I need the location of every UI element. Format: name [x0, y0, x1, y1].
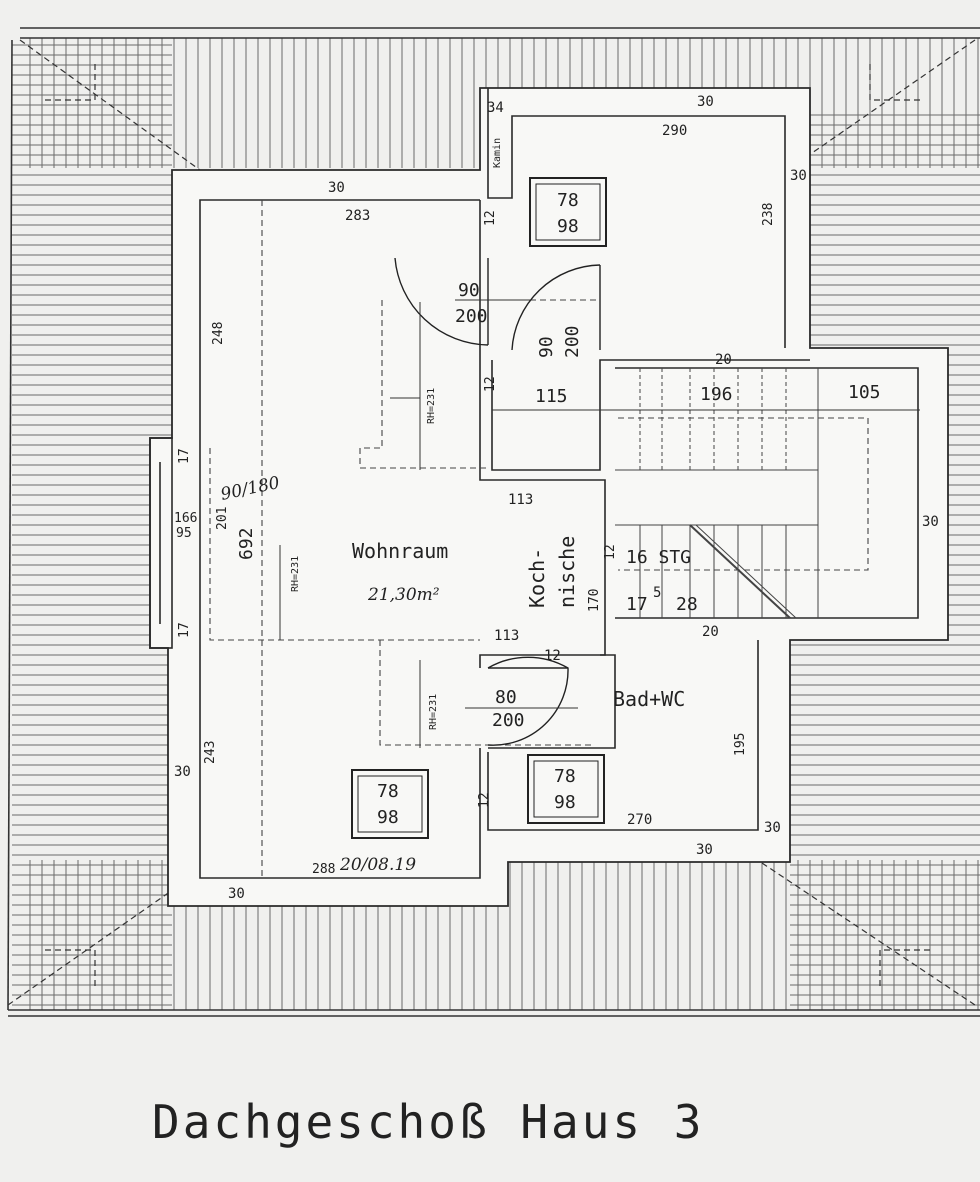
drawing-title: Dachgeschoß Haus 3	[152, 1095, 705, 1149]
dim-rh-2: RH=231	[290, 556, 301, 592]
door-swing-top-right	[511, 264, 601, 351]
dim-12-c: 12	[603, 544, 618, 560]
window-bl-height: 98	[377, 807, 399, 828]
dim-30-stair: 30	[922, 514, 939, 530]
window-bottom-left	[351, 769, 429, 839]
room-labels: Wohnraum Koch- nische Bad+WC Kamin 16 ST…	[352, 138, 698, 711]
dim-248: 248	[211, 322, 226, 345]
door-tl-width: 90	[458, 280, 480, 301]
dim-290: 290	[662, 123, 687, 139]
window-top-width: 78	[557, 190, 579, 211]
dim-95: 95	[176, 526, 192, 541]
kneewall-dashed-lines	[209, 200, 869, 878]
door-b-width: 80	[495, 687, 517, 708]
chimney-label: Kamin	[492, 138, 503, 168]
dim-105: 105	[848, 382, 881, 403]
dim-166: 166	[174, 511, 197, 526]
dim-12-d: 12	[544, 648, 561, 664]
dim-283: 283	[345, 208, 370, 224]
dimension-lines	[279, 299, 920, 748]
dim-20-b: 20	[702, 624, 719, 640]
window-labels: 78 98 78 98 78 98	[377, 190, 579, 828]
door-tr-height: 200	[562, 325, 583, 358]
window-br-height: 98	[554, 792, 576, 813]
door-tl-height: 200	[455, 306, 488, 327]
room-label-living: Wohnraum	[352, 539, 448, 563]
handwritten-area: 21,30m²	[367, 585, 440, 605]
window-bl-width: 78	[377, 781, 399, 802]
dim-12-a: 12	[483, 210, 498, 226]
roof-outline	[7, 27, 980, 1017]
dim-30-left-top: 30	[328, 180, 345, 196]
dim-238: 238	[761, 203, 776, 226]
stair-rise-label: 17	[626, 594, 648, 615]
door-swing-bottom	[487, 656, 569, 746]
dim-34: 34	[487, 100, 504, 116]
dim-12-b: 12	[483, 376, 498, 392]
dim-30-bottom: 30	[228, 886, 245, 902]
dim-17-a: 17	[177, 448, 192, 464]
dim-288: 288	[312, 862, 335, 877]
stair-tread-label: 28	[676, 594, 698, 615]
window-top	[529, 177, 607, 247]
room-label-kitchen-1: Koch-	[525, 548, 549, 608]
window-top-height: 98	[557, 216, 579, 237]
dim-17-b: 17	[177, 622, 192, 638]
dim-243: 243	[203, 741, 218, 764]
dim-30-top: 30	[697, 94, 714, 110]
stairs-label: 16 STG	[626, 547, 691, 568]
handwritten-date: 20/08.19	[339, 855, 416, 875]
dim-rh-3: RH=231	[428, 694, 439, 730]
stair-rise-sup-label: 5	[653, 585, 661, 601]
roof-hatching	[12, 38, 980, 1010]
dim-115: 115	[535, 386, 568, 407]
dim-170: 170	[587, 589, 602, 612]
dim-20-a: 20	[715, 352, 732, 368]
dim-196: 196	[700, 384, 733, 405]
dim-113-a: 113	[508, 492, 533, 508]
inner-walls	[149, 88, 919, 879]
room-label-bath: Bad+WC	[613, 687, 685, 711]
room-label-kitchen-2: nische	[555, 536, 579, 608]
door-labels: 90 200 90 200 80 200	[455, 280, 583, 731]
window-br-width: 78	[554, 766, 576, 787]
dim-rh-1: RH=231	[426, 388, 437, 424]
dim-30-bath-b: 30	[696, 842, 713, 858]
dim-195: 195	[733, 733, 748, 756]
dim-113-b: 113	[494, 628, 519, 644]
dim-30-right: 30	[790, 168, 807, 184]
door-tr-width: 90	[536, 336, 557, 358]
dim-270: 270	[627, 812, 652, 828]
dim-12-e: 12	[477, 792, 492, 808]
dimension-labels: 30 34 290 30 238 30 283 12 248 12 RH=231…	[174, 94, 939, 902]
window-bottom-right	[527, 754, 605, 824]
dim-30-bath-r: 30	[764, 820, 781, 836]
door-swing-top-left	[394, 257, 489, 346]
dim-692: 692	[236, 527, 257, 560]
staircase	[615, 368, 819, 619]
dim-201: 201	[215, 507, 230, 530]
door-b-height: 200	[492, 710, 525, 731]
dim-30-left: 30	[174, 764, 191, 780]
